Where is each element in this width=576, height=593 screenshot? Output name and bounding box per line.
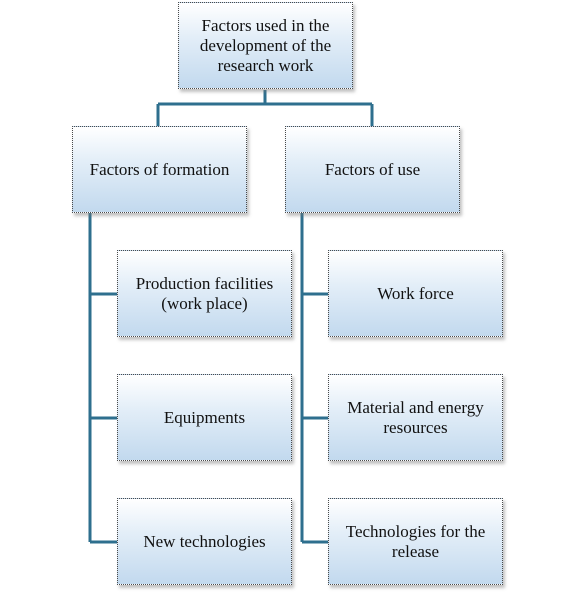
branch-node-formation-label: Factors of formation [89,159,230,179]
branch-node-use: Factors of use [285,126,460,213]
leaf-node-material-energy: Material and energy resources [328,374,503,461]
root-node-label: Factors used in the development of the r… [199,15,332,75]
leaf-node-label: New technologies [143,531,266,551]
branch-node-use-label: Factors of use [324,159,421,179]
leaf-node-label: Technologies for the release [345,521,486,561]
leaf-node-equipments: Equipments [117,374,292,461]
leaf-node-label: Material and energy resources [347,397,484,437]
root-node: Factors used in the development of the r… [178,2,353,89]
leaf-node-work-force: Work force [328,250,503,337]
leaf-node-production-facilities: Production facilities (work place) [117,250,292,337]
branch-node-formation: Factors of formation [72,126,247,213]
leaf-node-label: Equipments [163,407,246,427]
leaf-node-label: Work force [377,283,454,303]
leaf-node-label: Production facilities (work place) [135,273,274,313]
leaf-node-new-technologies: New technologies [117,498,292,585]
leaf-node-technologies-release: Technologies for the release [328,498,503,585]
